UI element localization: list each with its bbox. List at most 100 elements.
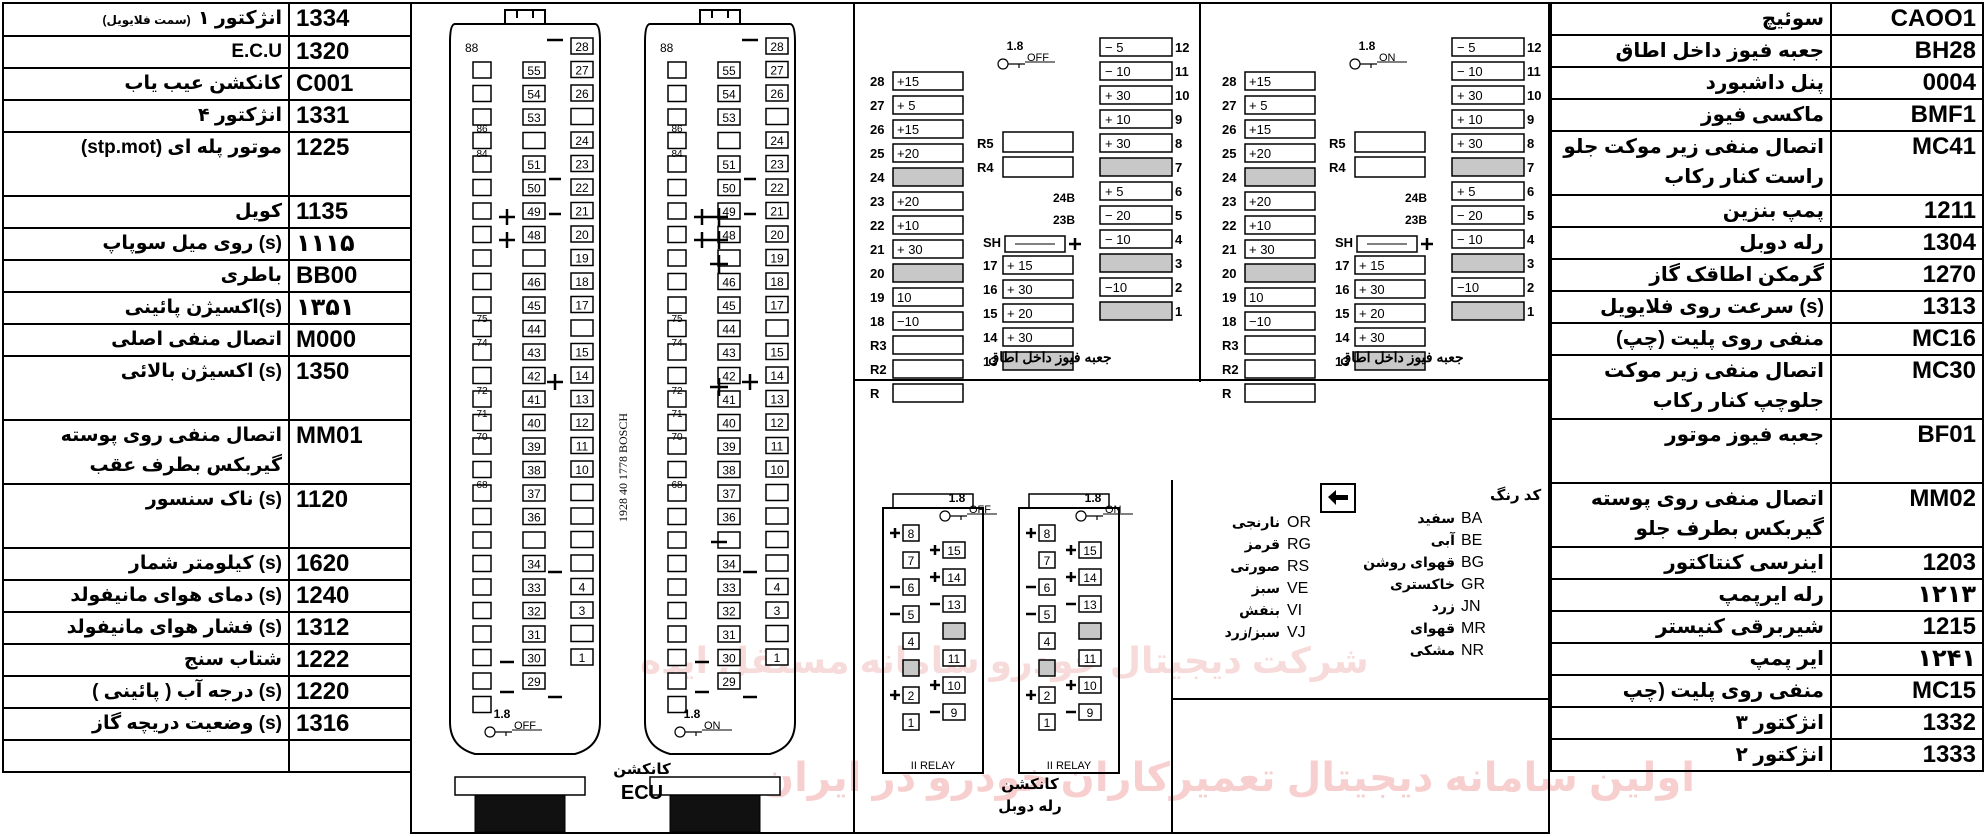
pin-box	[570, 178, 594, 196]
fuse-slot	[1244, 239, 1316, 259]
fuse-slot	[1451, 277, 1525, 297]
relay-pin-number: 11	[948, 652, 961, 666]
legend-label-text: پمپ بنزین	[1722, 200, 1824, 222]
legend-code: MM01	[288, 419, 412, 485]
pin-box	[570, 319, 594, 337]
pin-box	[765, 84, 789, 102]
pin-box	[472, 695, 492, 714]
legend-label: (s) کیلومتر شمار	[2, 547, 290, 581]
pin-number: 39	[722, 440, 736, 454]
fuse-value: + 5	[1457, 184, 1475, 199]
pin-number: 71	[476, 409, 488, 420]
pin-number: 33	[527, 581, 541, 595]
relay-pin	[942, 622, 966, 640]
legend-code: ۱۲۴۱	[1830, 642, 1984, 676]
fuse-slot-number: 17	[1335, 258, 1349, 273]
fuse-value: +20	[897, 194, 919, 209]
fuse-slot	[1002, 279, 1074, 299]
pin-number: 41	[527, 393, 541, 407]
legend-label-text: جعبه فیوز موتور	[1665, 424, 1824, 446]
connector-tab	[504, 9, 546, 24]
fuse-value: − 10	[1457, 64, 1483, 79]
pin-box	[717, 578, 741, 596]
fuse-slot-number: 24	[870, 170, 885, 185]
pin-box	[570, 530, 594, 549]
fuse-slot-number: 23B	[1053, 213, 1075, 227]
fuse-slot-number: 26	[870, 122, 884, 137]
legend-code: 1222	[288, 643, 412, 677]
pin-box	[472, 178, 492, 197]
pin-box	[717, 672, 741, 690]
legend-label: موتور پله ای (stp.mot)	[2, 131, 290, 197]
legend-code-text: MM02	[1909, 485, 1976, 512]
color-code: OR	[1287, 514, 1311, 531]
color-code: VI	[1287, 602, 1303, 619]
legend-label: پنل داشبورد	[1550, 66, 1832, 100]
pin-box	[472, 460, 492, 479]
legend-label: E.C.U	[2, 35, 290, 69]
legend-code-text: 1240	[296, 582, 350, 609]
pin-number: 75	[671, 314, 683, 325]
pin-box	[765, 507, 789, 525]
fuse-value: − 10	[1457, 232, 1483, 247]
relay-caption-line2: رله دوبل	[998, 798, 1062, 815]
legend-code: 1316	[288, 707, 412, 741]
pin-box	[472, 413, 492, 432]
color-name: قرمز	[1244, 536, 1280, 552]
watermark-line2: اولین سامانه دیجیتال تعمیرکاران خودرو در…	[760, 756, 1695, 800]
pin-number: 4	[774, 581, 781, 595]
relay-pin-number: 7	[908, 554, 915, 568]
legend-code-text: 1220	[296, 678, 350, 705]
pin-number: 10	[575, 463, 589, 477]
pin-number: 29	[722, 675, 736, 689]
fuse-value: −10	[897, 314, 919, 329]
pin-number: 53	[527, 111, 541, 125]
relay-pin-number: 9	[1087, 706, 1094, 720]
pin-box	[522, 178, 546, 197]
color-code: RS	[1287, 558, 1310, 575]
relay-pin-number: 1	[1044, 716, 1051, 730]
pin-box	[667, 84, 687, 103]
pin-box	[522, 578, 546, 596]
pin-number: 30	[722, 652, 736, 666]
pin-box	[570, 84, 594, 102]
legend-code-text: ۱۲۴۱	[1917, 645, 1976, 672]
fuse-slot	[1244, 119, 1316, 139]
fuse-slot	[1099, 133, 1173, 153]
key-state: OFF	[514, 720, 536, 732]
pin-box	[667, 155, 687, 173]
pin-box	[667, 319, 687, 338]
shunt-label: SH	[983, 235, 1001, 250]
fuse-slot	[1451, 205, 1525, 225]
legend-label-text: اینرسی کنتاکتور	[1664, 552, 1824, 574]
pin-88: 88	[660, 41, 674, 55]
fuse-slot-number: 23	[1222, 194, 1236, 209]
legend-label-text: اتصال منفی زیر موکت جلوچپ کنار رکاب	[1604, 360, 1824, 412]
pin-number: 19	[575, 252, 589, 266]
pin-number: 20	[770, 228, 784, 242]
legend-code: ۱۳۵۱	[288, 291, 412, 325]
pin-box	[570, 624, 594, 643]
fuse-slot	[1354, 303, 1426, 323]
pin-box	[522, 225, 546, 244]
color-code: NR	[1461, 642, 1485, 659]
fuse-value: + 30	[1359, 282, 1385, 297]
legend-label-text: انژکتور ۲	[1735, 744, 1824, 766]
fuse-value: + 30	[1249, 242, 1275, 257]
legend-label: انژکتور ۳	[1550, 706, 1832, 740]
color-code-title: کد رنگ	[1490, 487, 1542, 504]
ecu-caption-line1: کانکشن	[613, 761, 671, 778]
pin-box	[765, 248, 789, 267]
legend-code: 0004	[1830, 66, 1984, 100]
pin-box	[765, 201, 789, 220]
fuse-slot	[892, 335, 964, 355]
legend-label: انژکتور ۱ (سمت فلایویل)	[2, 2, 290, 37]
fuse-slot	[1002, 351, 1074, 371]
pin-box	[472, 366, 492, 385]
relay-pin	[902, 578, 920, 596]
pin-number: 54	[722, 88, 736, 102]
pin-number: 70	[671, 432, 683, 443]
